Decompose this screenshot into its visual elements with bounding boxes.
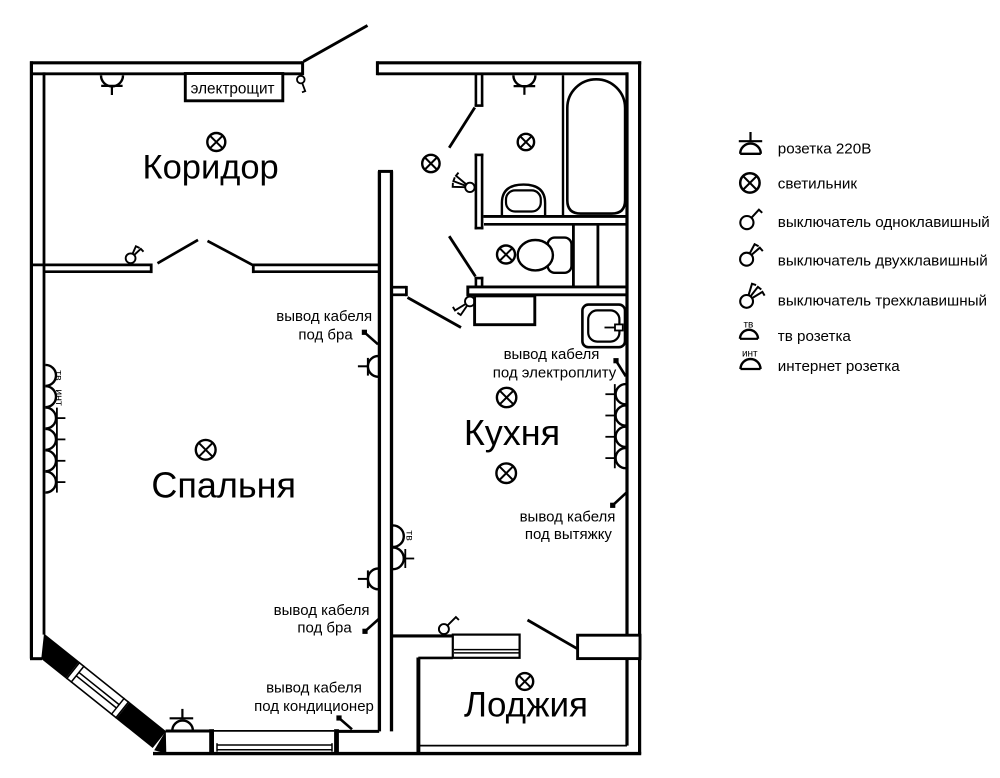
svg-text:инт: инт <box>742 349 758 360</box>
svg-text:инт: инт <box>53 389 65 406</box>
svg-text:под вытяжку: под вытяжку <box>525 526 613 543</box>
svg-text:светильник: светильник <box>778 176 858 193</box>
svg-text:интернет розетка: интернет розетка <box>778 358 900 375</box>
svg-text:выключатель одноклавишный: выключатель одноклавишный <box>778 214 990 231</box>
svg-text:под кондиционер: под кондиционер <box>254 698 374 715</box>
svg-text:электрощит: электрощит <box>191 81 275 98</box>
svg-text:под бра: под бра <box>298 327 353 344</box>
svg-text:розетка 220В: розетка 220В <box>778 141 872 158</box>
svg-text:Лоджия: Лоджия <box>464 686 588 725</box>
svg-text:вывод кабеля: вывод кабеля <box>276 308 372 325</box>
svg-text:под электроплиту: под электроплиту <box>493 365 617 382</box>
svg-text:вывод кабеля: вывод кабеля <box>504 346 600 363</box>
svg-text:тв розетка: тв розетка <box>778 328 852 345</box>
svg-text:Спальня: Спальня <box>151 465 296 506</box>
svg-text:вывод кабеля: вывод кабеля <box>520 509 616 526</box>
svg-text:Кухня: Кухня <box>464 412 560 453</box>
svg-text:Коридор: Коридор <box>142 149 278 187</box>
svg-text:выключатель двухклавишный: выключатель двухклавишный <box>778 253 988 270</box>
svg-text:тв: тв <box>404 530 416 541</box>
svg-text:тв: тв <box>53 370 65 381</box>
svg-text:вывод кабеля: вывод кабеля <box>266 680 362 697</box>
svg-text:под бра: под бра <box>297 620 352 637</box>
svg-text:тв: тв <box>743 320 753 331</box>
svg-text:выключатель трехклавишный: выключатель трехклавишный <box>778 293 987 310</box>
svg-text:вывод кабеля: вывод кабеля <box>274 602 370 619</box>
